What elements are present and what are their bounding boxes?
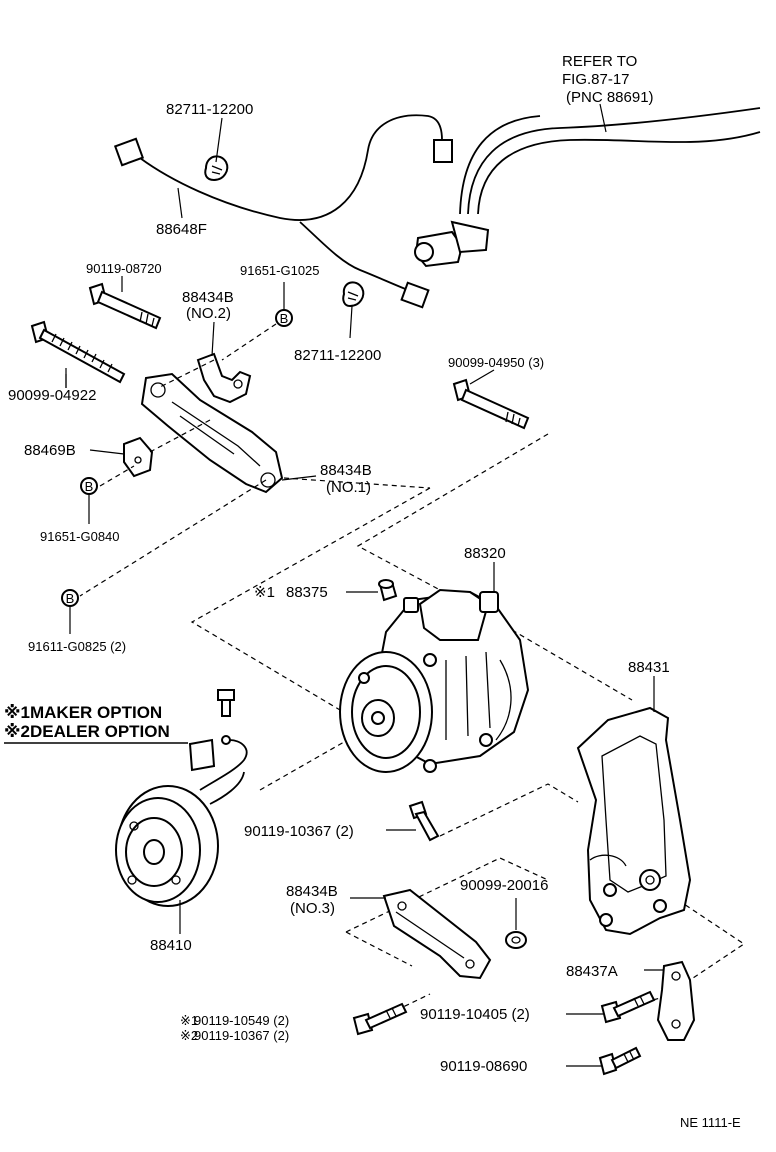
stay-88437A <box>656 960 696 1041</box>
bracket-no3 <box>382 888 492 980</box>
bracket-no1 <box>140 372 284 494</box>
compressor-88320 <box>339 588 530 773</box>
label-bolt-right: 90099-04950 (3) <box>448 355 544 370</box>
label-stay: 88437A <box>566 963 618 980</box>
label-bolt-mid: 90119-10367 (2) <box>244 823 354 840</box>
harness-connector-left <box>113 137 145 167</box>
label-harness: 88648F <box>156 221 207 238</box>
figure-code: NE 1111-E <box>680 1115 741 1130</box>
label-nut-left: 91651-G0840 <box>40 529 120 544</box>
harness-connector-top <box>433 139 453 163</box>
label-clamp-top: 82711-12200 <box>166 101 253 118</box>
label-bolt-opt2-mark: ※2 <box>180 1028 198 1043</box>
label-cap-mark: ※1 <box>254 584 275 601</box>
legend-maker-option: ※1MAKER OPTION <box>4 703 162 722</box>
bolt-90119-08690 <box>598 1046 642 1076</box>
label-clutch: 88410 <box>150 937 192 954</box>
label-bracket1-no: (NO.1) <box>326 479 371 496</box>
bracket-no2 <box>196 352 252 404</box>
label-bracket-main: 88431 <box>628 659 670 676</box>
bracket-88431 <box>576 706 692 936</box>
harness-connector-right <box>400 281 430 309</box>
cap-88375 <box>378 579 398 602</box>
leader-lines <box>65 117 664 1067</box>
label-bracket1: 88434B <box>320 462 372 479</box>
bolt-90119-10367 <box>408 800 440 842</box>
label-spacer: 88469B <box>24 442 76 459</box>
label-bolt-opt1-mark: ※1 <box>180 1013 198 1028</box>
clutch-88410 <box>115 689 248 907</box>
nut-91651-G0840: B <box>80 477 98 495</box>
clamp-top <box>204 155 229 182</box>
clamp-mid <box>342 281 365 308</box>
label-nut-top: 91651-G1025 <box>240 263 320 278</box>
option-legend: ※1MAKER OPTION ※2DEALER OPTION <box>4 703 188 744</box>
bolt-90119-10405 <box>600 990 656 1024</box>
nut-mark: B <box>66 591 75 606</box>
label-bolt-long-top: 90119-08720 <box>86 261 162 276</box>
nut-91651-G1025: B <box>275 309 293 327</box>
wire-harness <box>113 114 490 309</box>
label-bracket3: 88434B <box>286 883 338 900</box>
bolt-option <box>352 1002 408 1036</box>
hose-lines <box>459 107 761 215</box>
refer-line-2: FIG.87-17 <box>562 71 630 88</box>
label-bolt-stud: 90099-04922 <box>8 387 96 404</box>
label-compressor: 88320 <box>464 545 506 562</box>
label-cap: 88375 <box>286 584 328 601</box>
label-bolt-opt1: 90119-10549 (2) <box>194 1013 289 1028</box>
label-bolt-bottom: 90119-08690 <box>440 1058 527 1075</box>
part-labels: 82711-12200 88648F 90119-08720 91651-G10… <box>8 101 741 1130</box>
refer-line-3: (PNC 88691) <box>566 89 654 106</box>
label-bracket2-no: (NO.2) <box>186 305 231 322</box>
label-bolt-stay: 90119-10405 (2) <box>420 1006 530 1023</box>
label-bracket3-no: (NO.3) <box>290 900 335 917</box>
nut-mark: B <box>280 311 289 326</box>
label-nut-bottom: 91611-G0825 (2) <box>28 639 126 654</box>
label-bolt-opt2: 90119-10367 (2) <box>194 1028 289 1043</box>
clutch-connector <box>188 738 216 772</box>
spacer-88469B <box>123 436 154 478</box>
label-bracket2: 88434B <box>182 289 234 306</box>
legend-dealer-option: ※2DEALER OPTION <box>4 722 170 741</box>
bolt-90099-04950 <box>452 378 530 430</box>
refer-leader <box>599 103 607 133</box>
label-washer: 90099-20016 <box>460 877 548 894</box>
nut-91611-G0825: B <box>61 589 79 607</box>
nut-mark: B <box>85 479 94 494</box>
washer-90099-20016 <box>505 931 527 949</box>
label-clamp-mid: 82711-12200 <box>294 347 381 364</box>
refer-note: REFER TO FIG.87-17 (PNC 88691) <box>562 53 654 133</box>
stud-bolt-90099-04922 <box>30 320 126 384</box>
refer-line-1: REFER TO <box>562 53 637 70</box>
bolt-90119-08720 <box>88 282 162 330</box>
